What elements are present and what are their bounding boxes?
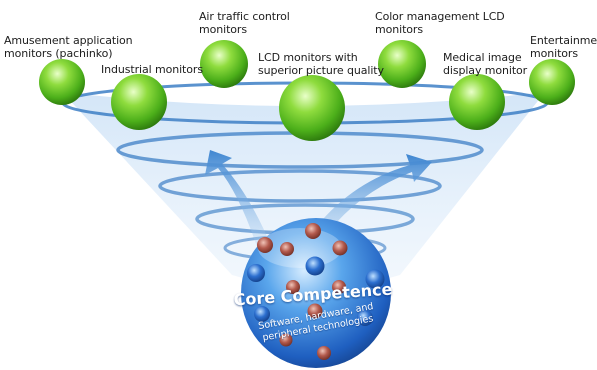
sphere-medical bbox=[449, 74, 505, 130]
label-lcd-quality-monitors: LCD monitors with superior picture quali… bbox=[258, 51, 384, 77]
core-dots bbox=[247, 223, 385, 360]
label-industrial-monitors: Industrial monitors bbox=[101, 63, 203, 76]
label-air-traffic-monitors: Air traffic control monitors bbox=[199, 10, 290, 36]
core-dot bbox=[317, 346, 331, 360]
core-dot bbox=[307, 303, 323, 319]
core-dot bbox=[332, 240, 348, 256]
label-color-management-monitors: Color management LCD monitors bbox=[375, 10, 505, 36]
sphere-air-traffic bbox=[200, 40, 248, 88]
funnel-body bbox=[62, 92, 545, 288]
core-dot bbox=[279, 333, 293, 347]
core-dot bbox=[247, 264, 265, 282]
core-dot bbox=[286, 280, 300, 294]
label-medical-display-monitor: Medical image display monitor bbox=[443, 51, 528, 77]
core-dot bbox=[332, 280, 346, 294]
core-dot bbox=[280, 242, 294, 256]
sphere-lcd-quality bbox=[279, 75, 345, 141]
application-spheres bbox=[39, 40, 575, 141]
label-amusement-monitors: Amusement application monitors (pachinko… bbox=[4, 34, 133, 60]
core-sphere-body bbox=[241, 218, 391, 368]
left-arrow bbox=[205, 150, 272, 250]
core-sphere-highlight bbox=[258, 228, 342, 268]
sphere-color-management bbox=[378, 40, 426, 88]
ring-3 bbox=[158, 169, 442, 203]
core-dot bbox=[257, 237, 273, 253]
sphere-industrial bbox=[111, 74, 167, 130]
core-dot bbox=[254, 306, 270, 322]
core-dot bbox=[305, 256, 325, 276]
core-dot bbox=[365, 269, 385, 289]
core-sphere bbox=[241, 218, 391, 368]
sphere-entertainment bbox=[529, 59, 575, 105]
label-entertainment-monitors: Entertainment monitors bbox=[530, 34, 597, 60]
core-dot bbox=[357, 310, 373, 326]
core-dot bbox=[305, 223, 321, 239]
sphere-amusement bbox=[39, 59, 85, 105]
